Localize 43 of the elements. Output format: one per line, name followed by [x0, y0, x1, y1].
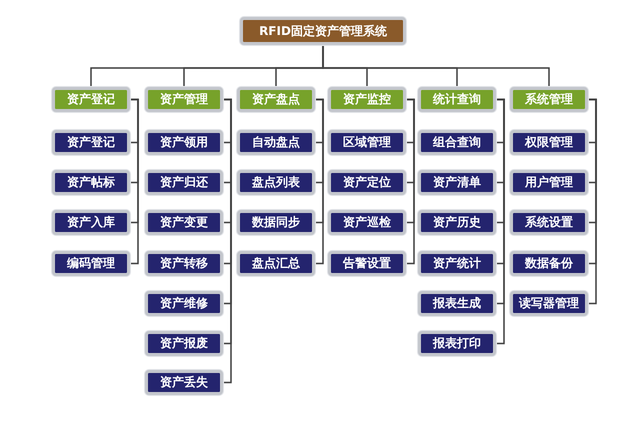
function-box: 权限管理	[510, 130, 588, 155]
connector-line	[130, 98, 139, 264]
title-box: RFID固定资产管理系统	[240, 17, 406, 45]
function-box: 组合查询	[418, 130, 496, 155]
category-box: 系统管理	[510, 87, 588, 112]
function-box: 资产变更	[145, 210, 223, 235]
function-box: 资产定位	[328, 170, 406, 195]
function-box: 资产维修	[145, 291, 223, 316]
function-box: 资产报废	[145, 331, 223, 356]
function-box: 读写器管理	[510, 291, 588, 316]
function-box: 编码管理	[52, 251, 130, 276]
function-box: 资产帖标	[52, 170, 130, 195]
function-box: 盘点列表	[237, 170, 315, 195]
category-box: 资产登记	[52, 87, 130, 112]
category-box: 资产盘点	[237, 87, 315, 112]
connector-line	[315, 98, 324, 264]
function-box: 报表生成	[418, 291, 496, 316]
function-box: 盘点汇总	[237, 251, 315, 276]
function-box: 用户管理	[510, 170, 588, 195]
function-box: 资产归还	[145, 170, 223, 195]
function-box: 资产统计	[418, 251, 496, 276]
category-box: 资产管理	[145, 87, 223, 112]
function-box: 数据备份	[510, 251, 588, 276]
connector-line	[588, 98, 597, 304]
connector-line	[406, 98, 415, 264]
function-box: 资产领用	[145, 130, 223, 155]
function-box: 资产清单	[418, 170, 496, 195]
function-box: 资产巡检	[328, 210, 406, 235]
function-box: 系统设置	[510, 210, 588, 235]
function-box: 数据同步	[237, 210, 315, 235]
category-box: 资产监控	[328, 87, 406, 112]
connector-line	[322, 45, 550, 87]
function-box: 资产登记	[52, 130, 130, 155]
function-box: 资产入库	[52, 210, 130, 235]
connector-line	[496, 98, 505, 344]
function-box: 资产历史	[418, 210, 496, 235]
function-box: 区域管理	[328, 130, 406, 155]
function-box: 告警设置	[328, 251, 406, 276]
function-box: 资产丢失	[145, 370, 223, 395]
function-box: 报表打印	[418, 331, 496, 356]
function-box: 自动盘点	[237, 130, 315, 155]
category-box: 统计查询	[418, 87, 496, 112]
function-box: 资产转移	[145, 251, 223, 276]
